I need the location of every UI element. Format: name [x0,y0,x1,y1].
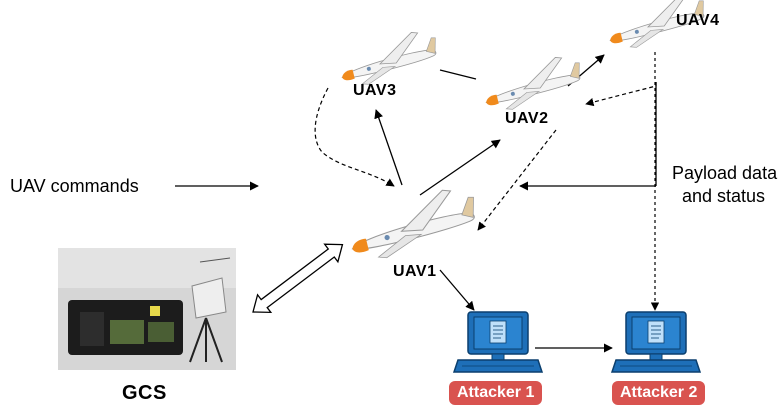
uav1-label: UAV1 [393,263,437,280]
attacker2-computer [611,311,701,373]
dashed-arrow-uav4-to-uav2 [585,82,657,107]
link-uav3-uav2 [439,69,477,80]
arrow-uav1-to-uav2 [419,139,501,196]
dashed-arrow-uav3-to-uav1 [314,87,395,187]
uav3-drone [335,26,443,91]
arrow-uav1-to-attacker1 [439,269,475,311]
attacker1-badge: Attacker 1 [449,381,543,405]
payload-label-line2: and status [682,186,766,206]
arrow-uav1-to-uav3 [374,109,403,186]
uav1-drone [343,182,484,266]
attacker1-computer [453,311,543,373]
uav2-label: UAV2 [505,110,549,127]
payload-label-line1: Payload data [672,163,778,183]
uav-commands-label: UAV commands [10,176,139,196]
attacker2-badge: Attacker 2 [612,381,706,405]
gcs-photo [58,248,236,370]
dashed-arrow-uav2-to-uav1 [477,129,557,231]
gcs-label: GCS [122,382,167,404]
uav2-drone [479,51,587,116]
uav3-label: UAV3 [353,82,397,99]
uav4-label: UAV4 [676,12,720,29]
double-arrow-gcs-uav1 [252,243,344,314]
